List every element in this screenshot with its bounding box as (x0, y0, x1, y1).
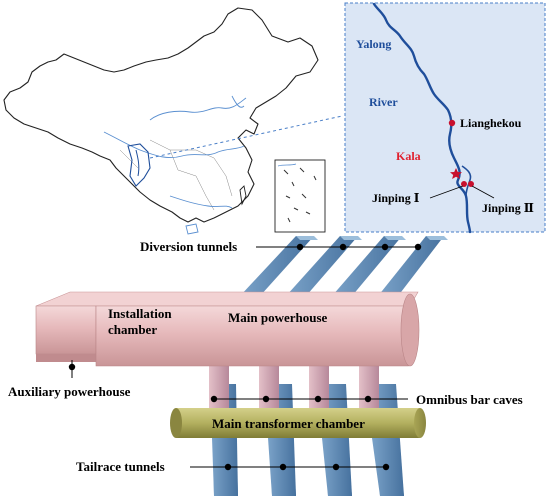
south-china-sea-islands (283, 167, 317, 223)
tailrace-marker-4 (382, 463, 390, 471)
china-interior-lines (119, 139, 233, 211)
diversion-tunnel-4 (378, 236, 444, 296)
china-river-pearl (169, 195, 233, 209)
diversion-marker-4 (414, 243, 422, 251)
label-installation-chamber-line2: chamber (108, 322, 157, 337)
label-installation-chamber-line1: Installation (108, 306, 172, 321)
tailrace-marker-3 (332, 463, 340, 471)
underground-schematic: Diversion tunnels Installation chamber M… (8, 236, 523, 496)
diversion-tunnel-top-3 (384, 236, 406, 240)
omnibus-marker-3 (314, 395, 322, 403)
study-region-river (135, 149, 140, 177)
site-dot-jinping2 (468, 181, 474, 187)
label-diversion-tunnels: Diversion tunnels (140, 239, 237, 254)
installation-chamber-face (35, 305, 97, 355)
yalong-river-branch (461, 165, 472, 197)
powerhouse-top-face (35, 291, 419, 307)
leader-jinping2 (471, 185, 495, 199)
inset-frame (344, 2, 546, 233)
diversion-tunnel-2 (286, 236, 358, 296)
label-main-powerhouse: Main powerhouse (228, 310, 328, 325)
omnibus-leader (210, 395, 408, 403)
omnibus-marker-2 (262, 395, 270, 403)
river-label-yalong: Yalong (356, 37, 391, 51)
label-omnibus-bar-caves: Omnibus bar caves (416, 392, 523, 407)
study-region-outline (127, 143, 151, 187)
diversion-tunnel-1 (240, 236, 314, 296)
south-china-sea-coast (277, 163, 297, 167)
transformer-left-cap (170, 408, 182, 438)
main-transformer-chamber (170, 408, 426, 438)
diversion-leader (256, 243, 422, 251)
hainan-island (185, 223, 199, 235)
river-label-river: River (369, 95, 398, 109)
leader-jinping1 (429, 185, 464, 199)
label-tailrace-tunnels: Tailrace tunnels (76, 459, 165, 474)
china-map (3, 7, 343, 235)
powerhouse-end-cap (400, 293, 420, 367)
omnibus-marker-4 (364, 395, 372, 403)
label-main-transformer-chamber: Main transformer chamber (212, 416, 365, 431)
auxiliary-marker (68, 363, 76, 371)
transformer-body (176, 408, 420, 438)
transformer-right-cap (414, 408, 426, 438)
inset-map: Yalong River Lianghekou Kala Jinping Ⅰ J… (344, 2, 546, 234)
omnibus-marker-1 (210, 395, 218, 403)
site-label-jinping2: Jinping Ⅱ (482, 201, 534, 215)
china-river-yangtze (103, 131, 245, 159)
site-dot-jinping1 (461, 181, 467, 187)
powerhouse-block (35, 291, 420, 367)
auxiliary-leader (68, 360, 76, 378)
label-auxiliary-powerhouse: Auxiliary powerhouse (8, 384, 131, 399)
inset-link-line (149, 115, 343, 159)
diversion-marker-2 (339, 243, 347, 251)
auxiliary-powerhouse-step (36, 354, 96, 362)
diversion-tunnel-top-4 (426, 236, 448, 240)
diversion-marker-1 (296, 243, 304, 251)
site-label-jinping1: Jinping Ⅰ (372, 191, 420, 205)
diversion-tunnels (240, 236, 448, 296)
tailrace-marker-1 (224, 463, 232, 471)
south-china-sea-inset (274, 159, 326, 233)
china-river-yellow (149, 95, 247, 121)
site-label-lianghekou: Lianghekou (460, 116, 522, 130)
kala-star-icon (450, 168, 462, 179)
site-dot-lianghekou (448, 119, 456, 127)
china-outline (3, 7, 319, 223)
site-label-kala: Kala (396, 149, 421, 163)
tailrace-marker-2 (279, 463, 287, 471)
taiwan-island (239, 185, 247, 206)
diversion-tunnel-top-2 (340, 236, 362, 240)
diversion-tunnel-top-1 (296, 236, 318, 240)
diversion-marker-3 (381, 243, 389, 251)
tailrace-leader (190, 463, 390, 471)
diversion-tunnel-3 (332, 236, 402, 296)
